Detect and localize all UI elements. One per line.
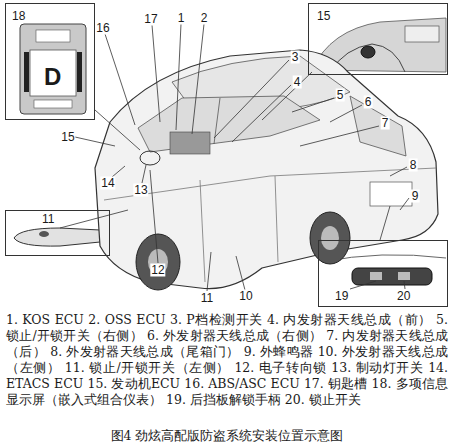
inset-box: 18D <box>5 3 95 120</box>
leader-line <box>105 34 135 125</box>
callout-number: 10 <box>238 290 253 303</box>
leader-line <box>236 256 245 290</box>
gauge-bar <box>77 52 82 92</box>
callout-number: 8 <box>409 159 418 172</box>
part-list-item: 1. KOS ECU <box>6 312 84 327</box>
display-icon <box>36 30 70 42</box>
part-list-item: 9. 外蜂鸣器 <box>244 344 313 359</box>
part-list-item: 13. 制动灯开关 <box>331 360 423 375</box>
part-list-item: 20. 锁止开关 <box>285 392 361 407</box>
leader-line <box>152 25 160 122</box>
part-list-item: 11. 锁止/开锁开关（左侧） <box>65 360 230 375</box>
leader-line <box>207 252 211 291</box>
wheel-hub <box>321 226 339 250</box>
inset-box: 11 <box>5 210 110 256</box>
door-line <box>200 180 205 282</box>
leader-line <box>75 137 115 146</box>
part-list-item: 3. P档检测开关 <box>170 312 263 327</box>
leader-line <box>60 210 128 228</box>
callout-number: 12 <box>150 264 165 277</box>
inset-box: 15 <box>308 3 448 75</box>
lock-switch <box>398 272 410 280</box>
leader-line <box>380 206 390 240</box>
leader-line <box>330 105 362 122</box>
callout-number: 19 <box>335 289 348 303</box>
callout-number: 11 <box>42 212 54 226</box>
leader-line <box>214 60 289 138</box>
gauge-bar <box>24 52 29 92</box>
callout-number: 11 <box>200 292 214 305</box>
leader-line <box>176 24 181 130</box>
display-screen <box>30 50 76 96</box>
parts-list: 1. KOS ECU 2. OSS ECU 3. P档检测开关 4. 内发射器天… <box>6 312 448 408</box>
display-odometer <box>34 100 72 108</box>
callout-number: 7 <box>381 117 390 130</box>
leader-line <box>142 165 146 183</box>
tailgate-handle <box>352 268 432 285</box>
leader-line <box>232 85 291 142</box>
inset-box: 1920 <box>318 240 448 307</box>
leader-lines <box>60 24 409 291</box>
part-list-item: 16. ABS/ASC ECU <box>184 376 300 391</box>
side-window <box>138 96 320 152</box>
engine-ecu-symbol <box>361 46 375 58</box>
unlock-handle <box>370 272 382 280</box>
callout-number: 18 <box>12 9 25 23</box>
leader-line <box>400 198 409 210</box>
door-line <box>275 176 278 262</box>
callout-number: 16 <box>95 22 110 35</box>
dash-panel <box>405 26 439 42</box>
gear-indicator: 20 <box>397 289 410 303</box>
callout-number: 5 <box>336 89 345 102</box>
lock-button <box>39 231 49 237</box>
leader-line <box>350 281 376 289</box>
wheel <box>310 212 350 264</box>
leader-line <box>150 170 158 263</box>
steering-wheel <box>140 151 160 165</box>
part-list-item: 17. 钥匙槽 <box>304 376 367 391</box>
callout-number: 9 <box>411 190 420 203</box>
callout-number: 4 <box>293 76 302 89</box>
part-list-item: 12. 电子转向锁 <box>234 360 326 375</box>
callout-number: 17 <box>143 13 158 26</box>
leader-line <box>404 281 405 289</box>
gear-indicator: D <box>44 64 61 90</box>
leader-line <box>390 167 407 176</box>
part-list-item: 2. OSS ECU <box>88 312 165 327</box>
callout-number: 6 <box>364 96 373 109</box>
door-handle <box>14 228 104 246</box>
part-list-item: 8. 外发射器天线总成（尾箱门） <box>50 344 239 359</box>
leader-line <box>192 24 204 134</box>
leader-line <box>112 166 125 177</box>
figure-caption: 图4 劲炫高配版防盗系统安装位置示意图 <box>0 428 454 444</box>
callout-number: 1 <box>177 12 186 25</box>
part-list-item: 19. 后挡板解锁手柄 <box>166 392 281 407</box>
callout-number: 14 <box>100 177 115 190</box>
part-list-item: 15. 发动机ECU <box>87 376 180 391</box>
callout-number: 2 <box>200 12 209 25</box>
part-list-item: 4. 内发射器天线总成（前） <box>267 312 432 327</box>
callout-number: 13 <box>133 184 148 197</box>
display-panel <box>20 24 86 114</box>
callout-number: 15 <box>317 9 330 23</box>
part-list-item: 6. 外发射器天线总成（右侧） <box>147 328 322 343</box>
callout-number: 3 <box>291 51 300 64</box>
interior-module <box>170 132 210 154</box>
leader-line <box>262 72 312 120</box>
leader-line <box>300 126 379 146</box>
leader-line <box>95 110 140 150</box>
leader-line <box>292 98 334 112</box>
callout-number: 15 <box>60 131 75 144</box>
